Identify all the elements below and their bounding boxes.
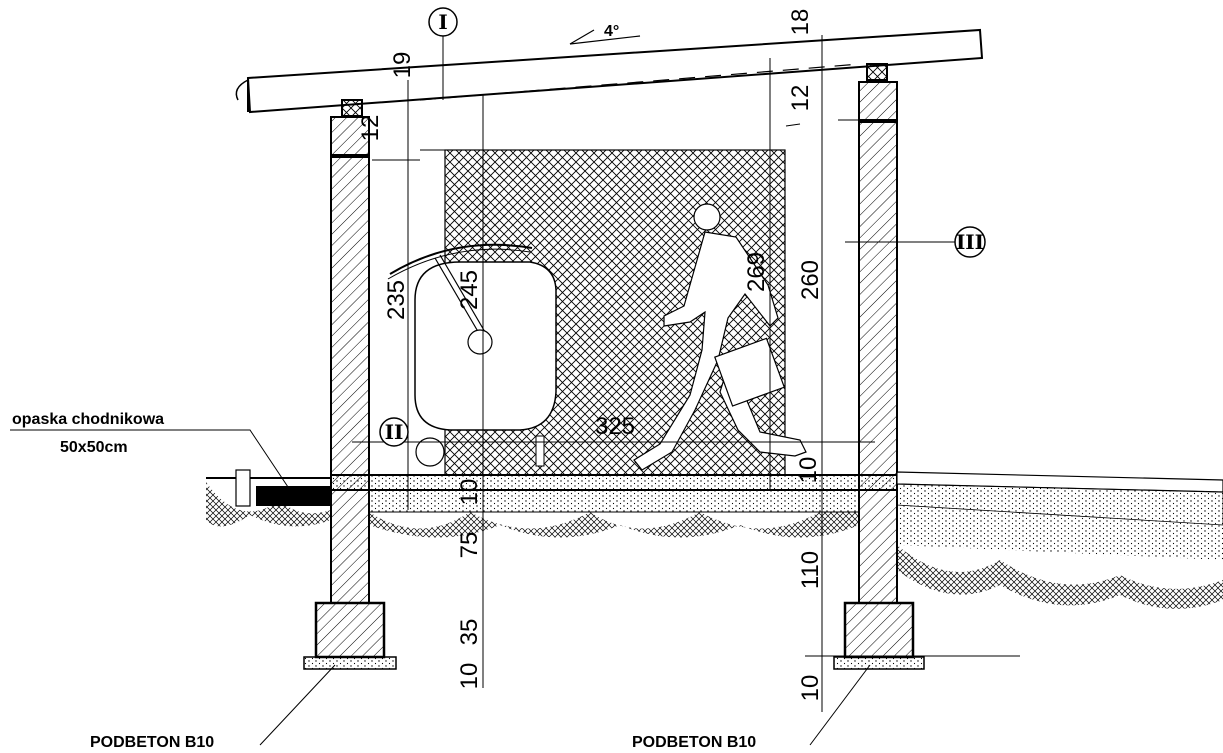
dim-75: 75 (456, 532, 483, 559)
marker-two-label: II (385, 420, 404, 444)
section-marker-one: I (428, 7, 458, 100)
dim-12-right: 12 (787, 85, 814, 112)
dim-325: 325 (595, 413, 635, 440)
dim-235: 235 (383, 280, 410, 320)
footing-label-left: PODBETON B10 (90, 664, 336, 751)
dim-10-right-bottom: 10 (797, 675, 824, 702)
roof-slope-label: 4° (604, 23, 619, 40)
left-post (303, 99, 397, 670)
sidewalk-label-line1: opaska chodnikowa (12, 411, 164, 428)
pedestrian-figure (633, 203, 807, 471)
dim-35: 35 (456, 619, 483, 646)
sidewalk-label-line2: 50x50cm (60, 439, 128, 456)
footing-label-right-text: PODBETON B10 (632, 734, 756, 751)
roof-beam (235, 28, 984, 114)
marker-one-label: I (438, 10, 447, 34)
dim-19: 19 (389, 52, 416, 79)
marker-three-label: III (956, 230, 984, 254)
dim-260: 260 (797, 260, 824, 300)
floor-slab (330, 474, 898, 538)
section-marker-three: III (845, 226, 986, 258)
dim-245: 245 (456, 270, 483, 310)
sidewalk-label: opaska chodnikowa 50x50cm (10, 411, 291, 491)
dim-18: 18 (787, 9, 814, 36)
dim-110: 110 (797, 551, 824, 589)
right-post (833, 63, 925, 670)
dim-269: 269 (743, 252, 770, 292)
footing-label-right: PODBETON B10 (632, 664, 871, 751)
ground-left (206, 469, 331, 527)
dim-10-right-floor: 10 (795, 457, 822, 484)
section-marker-two: II (379, 417, 409, 447)
ground-right-pavement (896, 471, 1223, 609)
dim-10-floor: 10 (456, 479, 483, 506)
bin-outline (387, 243, 557, 467)
footing-label-left-text: PODBETON B10 (90, 734, 214, 751)
dim-10-bottom: 10 (456, 663, 483, 690)
dim-12-left: 12 (357, 115, 384, 142)
roof-slope-annotation: 4° (569, 23, 641, 45)
dimension-lines (352, 35, 1020, 712)
